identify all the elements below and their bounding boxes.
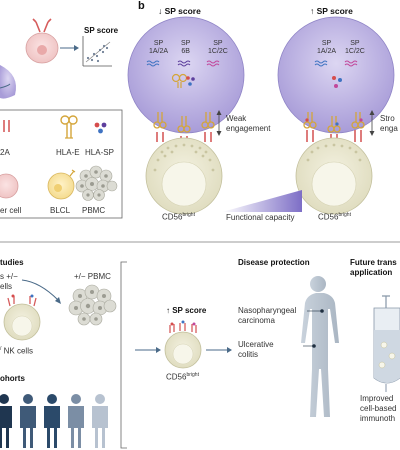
top-left-schematic — [0, 18, 112, 99]
low-sp-label-1: SP 1A/2A — [149, 40, 169, 55]
panel-b-low-sp — [127, 16, 245, 215]
iv-bag — [373, 295, 400, 392]
high-cell-label: CD56bright — [318, 212, 351, 222]
panel-b-label: b — [138, 0, 145, 12]
low-sp-label-2: SP 6B — [181, 40, 191, 55]
bottom-cell-label: CD56bright — [166, 372, 199, 382]
legend-item-hla-e: HLA-E — [56, 148, 80, 157]
legend-item-hla-sp: HLA-SP — [85, 148, 114, 157]
weak-engagement-label: Weak engagement — [226, 114, 271, 133]
functional-capacity-label: Functional capacity — [226, 213, 295, 222]
disease-item-1: Nasopharyngeal carcinoma — [238, 306, 297, 325]
high-sp-label-1: SP 1A/2A — [317, 40, 337, 55]
legend-box — [0, 109, 123, 219]
bottom-sp-title: ↑ SP score — [166, 306, 207, 315]
bracket — [120, 261, 127, 449]
legend-item-pbmc: PBMC — [82, 206, 106, 215]
high-sp-label-2: SP 1C/2C — [345, 40, 365, 55]
functional-capacity-wedge — [222, 190, 302, 212]
high-sp-title: ↑ SP score — [310, 6, 353, 16]
studies-line-1: s +/− — [0, 272, 18, 281]
bottom-mid-nk — [135, 320, 232, 369]
cohort-people — [0, 394, 108, 448]
studies-line-2: ells — [0, 282, 13, 291]
low-sp-label-3: SP 1C/2C — [208, 40, 228, 55]
disease-protection-heading: Disease protection — [238, 258, 310, 267]
bottom-left-studies — [0, 279, 117, 448]
future-text: Improved cell-based immunoth — [360, 394, 397, 423]
cohorts-heading: ohorts — [0, 374, 25, 383]
studies-heading: tudies — [0, 258, 24, 267]
panel-b-high-sp — [277, 16, 395, 215]
low-sp-title: ↓ SP score — [158, 6, 201, 16]
legend-item-2a: 2A — [0, 148, 10, 157]
disease-item-2: Ulcerative colitis — [238, 340, 274, 359]
sp-score-label: SP score — [84, 26, 119, 35]
legend-item-er-cell: er cell — [0, 206, 22, 215]
human-body — [301, 276, 339, 417]
nk-cells-label: / NK cells — [0, 346, 33, 356]
legend-item-blcl: BLCL — [50, 206, 71, 215]
strong-engagement-label: Stro enga — [380, 114, 398, 133]
pbmc-label: +/− PBMC — [74, 272, 111, 281]
low-cell-label: CD56bright — [162, 212, 195, 222]
future-heading: Future trans application — [350, 258, 397, 277]
